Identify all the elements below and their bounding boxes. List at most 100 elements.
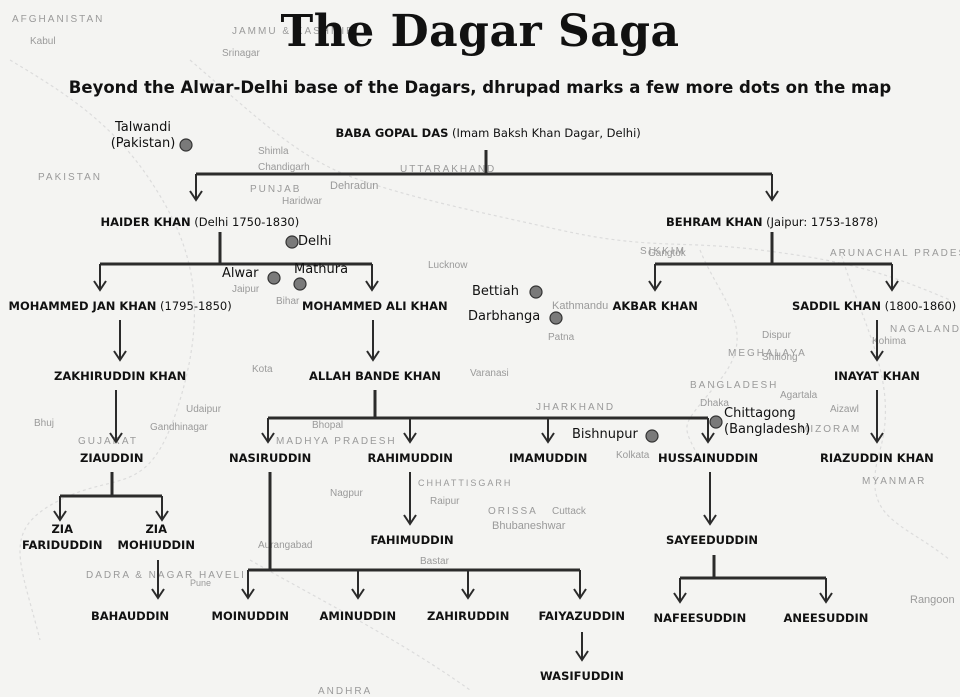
page-title: The Dagar Saga [280, 6, 680, 57]
node-wasif: WASIFUDDIN [540, 668, 624, 684]
connector-arrowhead [366, 350, 380, 362]
node-nafees: NAFEESUDDIN [654, 610, 747, 626]
node-haider: HAIDER KHAN (Delhi 1750-1830) [101, 214, 300, 230]
map-label: PAKISTAN [38, 172, 102, 183]
connector-arrowhead [461, 588, 475, 600]
node-mjan: MOHAMMED JAN KHAN (1795-1850) [9, 298, 232, 314]
map-border [839, 249, 951, 561]
connector-arrowhead [870, 432, 884, 444]
node-note: (1795-1850) [156, 299, 232, 313]
node-riaz: RIAZUDDIN KHAN [820, 450, 934, 466]
node-imam: IMAMUDDIN [509, 450, 587, 466]
node-behram: BEHRAM KHAN (Jaipur: 1753-1878) [666, 214, 878, 230]
connector-arrowhead [765, 190, 779, 202]
node-saddil: SADDIL KHAN (1800-1860) [792, 298, 956, 314]
map-label: BANGLADESH [690, 380, 779, 391]
place-label-alwar: Alwar [222, 266, 259, 281]
map-label: Bhubaneshwar [492, 520, 566, 532]
node-note: (Jaipur: 1753-1878) [762, 215, 879, 229]
map-label: Bhuj [34, 418, 55, 429]
node-name: ANEESUDDIN [783, 611, 869, 625]
map-label: Cuttack [552, 506, 586, 517]
connector-arrowhead [703, 514, 717, 526]
map-label: CHHATTISGARH [418, 478, 513, 488]
node-name: AKBAR KHAN [612, 299, 698, 313]
connector-arrowhead [365, 280, 379, 292]
node-baba: BABA GOPAL DAS (Imam Baksh Khan Dagar, D… [336, 125, 641, 141]
map-label: Lucknow [428, 260, 468, 271]
node-ziamohi: ZIA MOHIUDDIN [118, 521, 195, 553]
connector-arrowhead [541, 432, 555, 444]
map-border [189, 59, 951, 301]
map-label: Dispur [762, 330, 791, 341]
connector-arrowhead [261, 432, 275, 444]
node-amin: AMINUDDIN [320, 608, 397, 624]
node-name: MOHAMMED JAN KHAN [8, 299, 157, 313]
map-border [686, 249, 738, 461]
place-dot-delhi [285, 235, 299, 249]
node-name: INAYAT KHAN [834, 369, 920, 383]
place-dot-alwar [267, 271, 281, 285]
place-label-darbhanga: Darbhanga [468, 309, 541, 324]
node-name-part: MOHIUDDIN [117, 538, 195, 552]
node-name: ZAKHIRUDDIN KHAN [54, 369, 187, 383]
map-label: Raipur [430, 496, 460, 507]
map-label: MIZORAM [800, 424, 862, 435]
node-name: BAHAUDDIN [91, 609, 170, 623]
connector-arrowhead [573, 588, 587, 600]
connector-arrowhead [93, 280, 107, 292]
map-label: Haridwar [282, 196, 323, 207]
map-label: SIKKIM [640, 246, 686, 257]
map-label: Nagpur [330, 488, 363, 499]
map-label: DADRA & NAGAR HAVELI [86, 570, 246, 581]
map-label: Bastar [420, 556, 449, 567]
page-subtitle: Beyond the Alwar-Delhi base of the Dagar… [68, 78, 892, 97]
map-label: AFGHANISTAN [12, 14, 105, 25]
map-label: Srinagar [222, 48, 260, 59]
node-moin: MOINUDDIN [212, 608, 289, 624]
node-name: RIAZUDDIN KHAN [820, 451, 934, 465]
node-hussain: HUSSAINUDDIN [658, 450, 758, 466]
place-label-mathura: Mathura [294, 262, 349, 277]
place-label-delhi: Delhi [298, 234, 332, 249]
node-name: SAYEEDUDDIN [666, 533, 758, 547]
node-fahim: FAHIMUDDIN [371, 532, 454, 548]
connector-arrowhead [53, 510, 67, 522]
connector-arrowhead [885, 280, 899, 292]
node-allah: ALLAH BANDE KHAN [309, 368, 441, 384]
map-label: NAGALAND [890, 324, 960, 335]
connector-arrowhead [109, 432, 123, 444]
map-label: ORISSA [488, 506, 538, 517]
map-label: Kolkata [616, 450, 650, 461]
node-zahir: ZAHIRUDDIN [427, 608, 509, 624]
node-name: BABA GOPAL DAS [335, 126, 449, 140]
map-label: MEGHALAYA [728, 348, 807, 359]
node-rahim: RAHIMUDDIN [368, 450, 453, 466]
connector-arrowhead [155, 510, 169, 522]
connector-arrowhead [189, 190, 203, 202]
connector-arrowhead [403, 514, 417, 526]
map-label: Kohima [872, 336, 906, 347]
connector-arrowhead [241, 588, 255, 600]
map-label: PUNJAB [250, 184, 302, 195]
connector-arrowhead [151, 588, 165, 600]
node-name-part: ZIA [145, 522, 167, 536]
connector-arrowhead [673, 592, 687, 604]
node-akbar: AKBAR KHAN [613, 298, 698, 314]
place-dot-bettiah [529, 285, 543, 299]
place-label-bishnupur: Bishnupur [572, 427, 638, 442]
connector-arrowhead [403, 432, 417, 444]
node-ziauddin: ZIAUDDIN [80, 450, 144, 466]
connector-arrowhead [870, 350, 884, 362]
place-dot-talwandi [179, 138, 193, 152]
map-label: UTTARAKHAND [400, 164, 497, 175]
map-border [249, 559, 471, 691]
node-nasir: NASIRUDDIN [229, 450, 311, 466]
node-faiyaz: FAIYAZUDDIN [539, 608, 626, 624]
connector-arrowhead [819, 592, 833, 604]
connector-arrowhead [113, 350, 127, 362]
